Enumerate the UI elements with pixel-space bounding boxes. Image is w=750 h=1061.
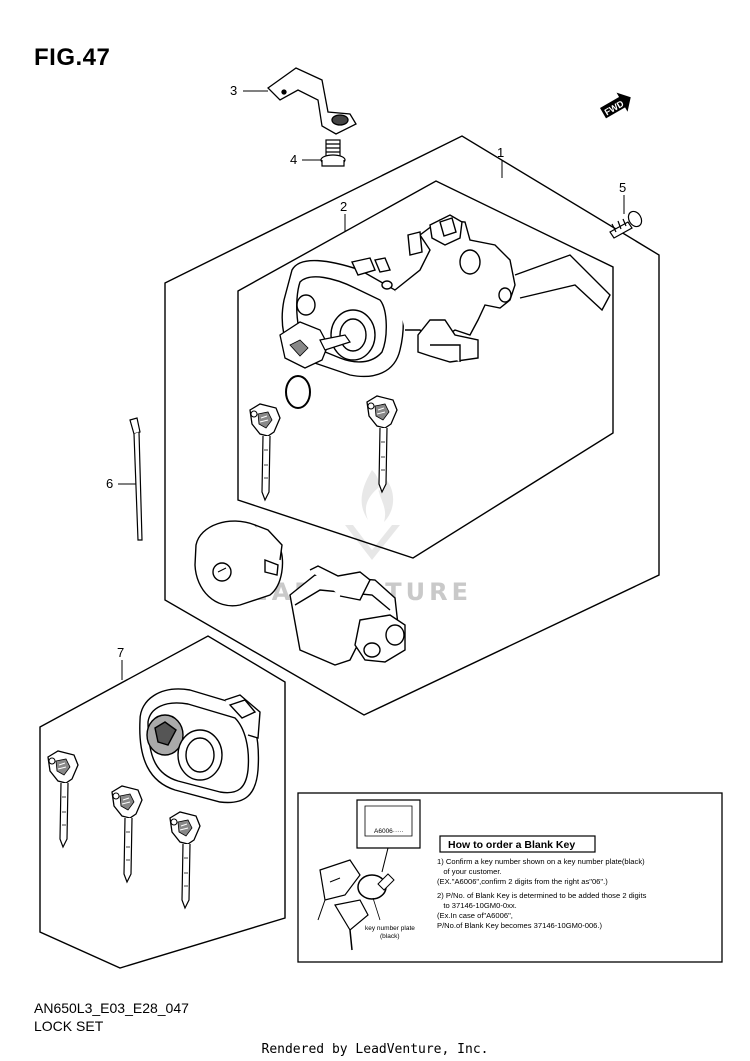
bolt-icon: [320, 139, 346, 167]
key-icon: [47, 750, 79, 848]
callout-5: 5: [619, 180, 626, 195]
callout-1: 1: [497, 145, 504, 160]
note-line-1: 1) Confirm a key number shown on a key n…: [437, 857, 645, 866]
lock-set-outline: [164, 135, 660, 716]
note-line-6: (Ex.In case of"A6006",: [437, 911, 513, 920]
callout-2: 2: [340, 199, 347, 214]
screw-icon: [609, 210, 643, 239]
note-line-3: (EX."A6006",confirm 2 digits from the ri…: [437, 877, 608, 886]
figure-name: LOCK SET: [34, 1018, 104, 1034]
footer-credit: Rendered by LeadVenture, Inc.: [261, 1042, 489, 1057]
figure-title: FIG.47: [34, 44, 111, 71]
model-code: AN650L3_E03_E28_047: [34, 1000, 189, 1016]
blank-key-note: A6006····· key number plate (black) How …: [297, 792, 723, 963]
key-icon: [279, 321, 351, 409]
callout-6: 6: [106, 476, 113, 491]
fwd-arrow-icon: FWD: [600, 92, 631, 119]
bracket-icon: [266, 67, 357, 135]
callout-3: 3: [230, 83, 237, 98]
plate-caption-line-1: key number plate: [365, 925, 415, 932]
ignition-switch-icon: [281, 214, 611, 378]
note-line-4: 2) P/No. of Blank Key is determined to b…: [437, 891, 647, 900]
fuel-cap-lock-icon: [194, 520, 284, 607]
cable-tie-icon: [129, 417, 143, 541]
note-title: How to order a Blank Key: [448, 839, 575, 851]
ignition-switch-outline: [237, 180, 614, 559]
key-set-outline: [39, 635, 286, 969]
note-line-5: to 37146-10GM0-0xx.: [437, 901, 517, 910]
callout-4: 4: [290, 152, 297, 167]
key-icon: [249, 403, 281, 501]
plate-caption-line-2: (black): [380, 933, 400, 940]
key-icon: [111, 785, 143, 883]
note-line-2: of your customer.: [437, 867, 502, 876]
key-number-plate-label: A6006·····: [374, 828, 404, 835]
note-line-7: P/No.of Blank Key becomes 37146-10GM0-00…: [437, 921, 603, 930]
lock-cylinder-set-icon: [139, 688, 261, 804]
callout-7: 7: [117, 645, 124, 660]
watermark-logo: [345, 470, 400, 560]
key-icon: [169, 811, 201, 909]
seat-lock-icon: [289, 565, 406, 666]
